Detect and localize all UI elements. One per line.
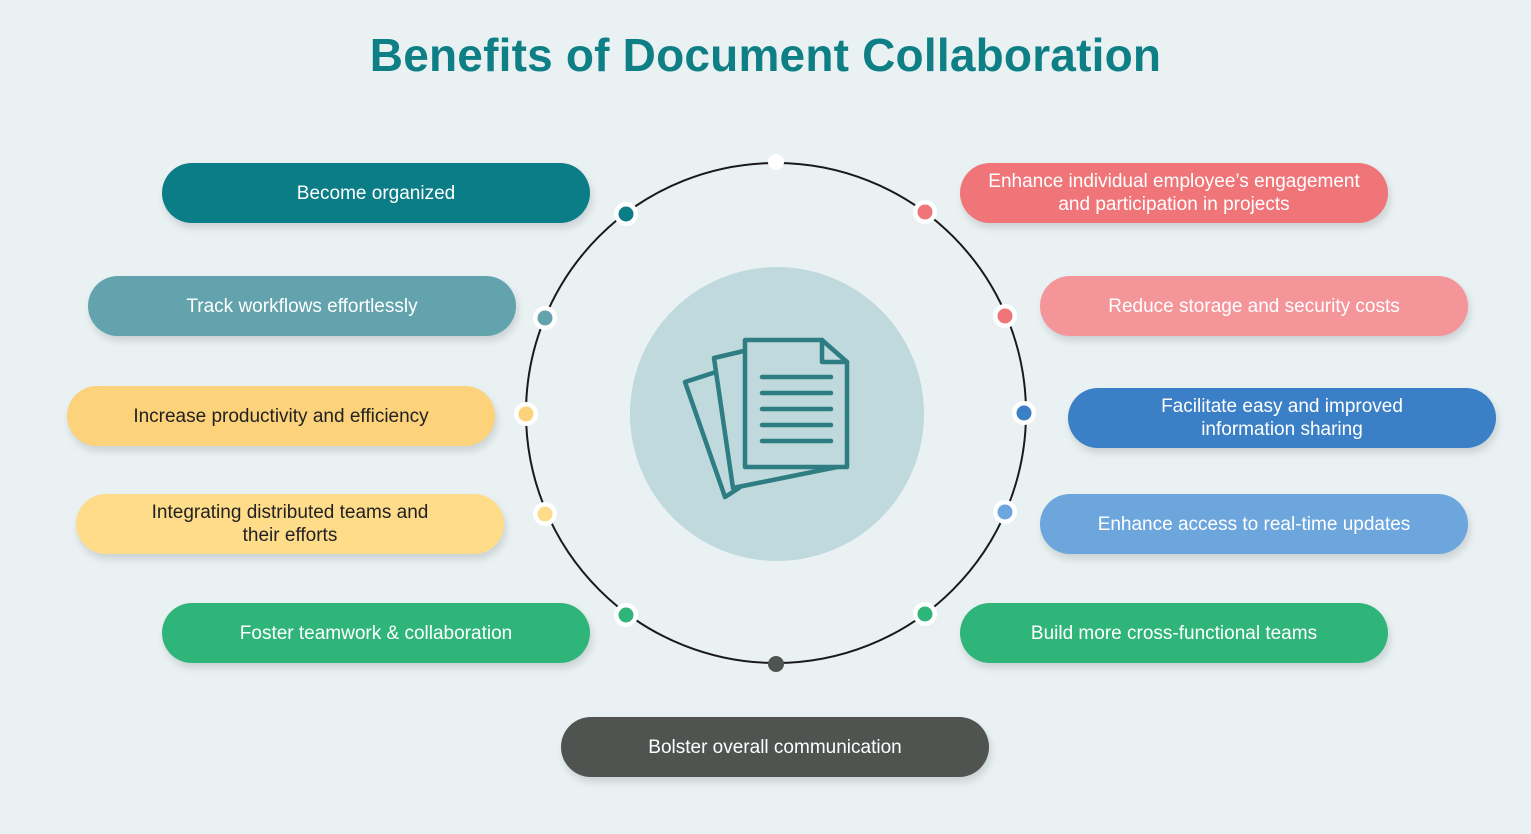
ring-marker-top	[768, 154, 784, 170]
benefit-cross-functional: Build more cross-functional teams	[960, 603, 1388, 663]
benefit-label: Reduce storage and security costs	[1108, 295, 1400, 317]
benefit-label: Enhance individual employee’s engagement…	[988, 171, 1360, 215]
documents-icon	[682, 337, 850, 500]
benefit-label: Build more cross-functional teams	[1030, 622, 1318, 644]
benefit-real-time-updates: Enhance access to real-time updates	[1040, 494, 1468, 554]
ring-markers	[514, 154, 1036, 672]
benefit-label: Enhance access to real-time updates	[1097, 513, 1411, 535]
benefit-label: Bolster overall communication	[648, 736, 902, 758]
benefit-enhance-engagement: Enhance individual employee’s engagement…	[960, 163, 1388, 223]
benefit-reduce-costs: Reduce storage and security costs	[1040, 276, 1468, 336]
benefit-label: Increase productivity and efficiency	[133, 405, 429, 427]
benefit-track-workflows: Track workflows effortlessly	[88, 276, 516, 336]
benefit-increase-productivity: Increase productivity and efficiency	[67, 386, 495, 446]
benefit-label: Facilitate easy and improved information…	[1161, 396, 1403, 440]
benefit-become-organized: Become organized	[162, 163, 590, 223]
ring-marker-bottom	[768, 656, 784, 672]
benefit-label: Integrating distributed teams and their …	[151, 502, 429, 546]
page-title: Benefits of Document Collaboration	[369, 29, 1162, 81]
benefit-label: Foster teamwork & collaboration	[239, 622, 513, 644]
benefit-facilitate-sharing: Facilitate easy and improved information…	[1068, 388, 1496, 448]
benefit-label: Track workflows effortlessly	[186, 295, 418, 317]
benefit-label: Become organized	[296, 182, 456, 204]
benefit-foster-teamwork: Foster teamwork & collaboration	[162, 603, 590, 663]
benefit-integrating-teams: Integrating distributed teams and their …	[76, 494, 504, 554]
benefit-bolster-communication: Bolster overall communication	[561, 717, 989, 777]
